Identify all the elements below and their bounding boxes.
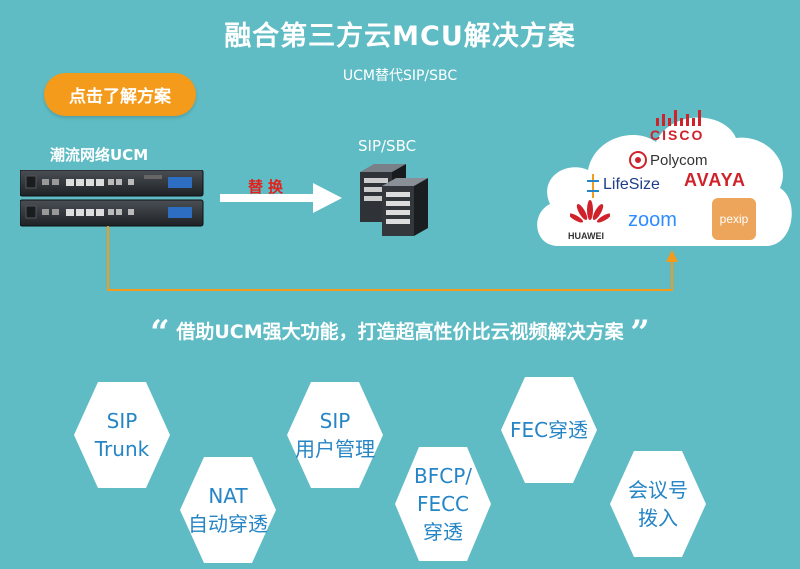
sip-sbc-label: SIP/SBC (358, 137, 417, 155)
feature-label: BFCP/ FECC 穿透 (414, 464, 472, 544)
brand-lifesize: LifeSize (603, 176, 660, 193)
replace-label: 替换 (248, 178, 289, 196)
huawei-logo-icon (570, 200, 610, 223)
page-title: 融合第三方云MCU解决方案 (224, 21, 576, 52)
feature-nat-traversal: NAT 自动穿透 (180, 455, 276, 565)
brand-polycom: Polycom (650, 152, 708, 169)
hexagon-shape (180, 457, 276, 563)
close-quote: ” (630, 313, 650, 353)
feature-label: NAT 自动穿透 (188, 484, 268, 536)
polycom-logo-icon (629, 151, 647, 169)
connection-line (107, 226, 678, 291)
slogan: “ 借助UCM强大功能，打造超高性价比云视频解决方案 ” (0, 313, 800, 353)
feature-fec-traversal: FEC穿透 (501, 375, 597, 485)
feature-label: SIP 用户管理 (295, 409, 375, 461)
open-quote: “ (150, 313, 170, 353)
brand-avaya: AVAYA (684, 170, 747, 190)
feature-conference-dial-in: 会议号 拨入 (610, 449, 706, 559)
hexagon-shape (610, 451, 706, 557)
lifesize-logo-icon (587, 174, 599, 198)
ucm-label: 潮流网络UCM (50, 146, 149, 164)
brand-pexip: pexip (719, 212, 749, 226)
cisco-logo-icon (656, 110, 701, 126)
slogan-text: 借助UCM强大功能，打造超高性价比云视频解决方案 (176, 321, 624, 343)
hexagon-shape (287, 382, 383, 488)
hexagon-shape (501, 377, 597, 483)
page-subtitle: UCM替代SIP/SBC (342, 68, 458, 84)
pexip-logo-icon: pexip (712, 198, 756, 240)
hexagon-shape (74, 382, 170, 488)
ucm-device-icon (20, 170, 204, 227)
feature-sip-user-management: SIP 用户管理 (287, 380, 383, 490)
feature-label: FEC穿透 (509, 418, 589, 442)
brand-cisco: CISCO (650, 127, 705, 143)
arrow-right-icon (220, 183, 342, 213)
server-icon (360, 164, 428, 236)
learn-more-button[interactable]: 点击了解方案 (44, 73, 196, 116)
feature-label: 会议号 拨入 (628, 478, 688, 530)
brand-huawei: HUAWEI (568, 231, 604, 241)
brand-zoom: zoom (628, 209, 677, 231)
feature-sip-trunk: SIP Trunk (74, 380, 170, 490)
feature-bfcp-fecc: BFCP/ FECC 穿透 (395, 445, 491, 563)
feature-label: SIP Trunk (94, 409, 150, 461)
hexagon-shape (395, 447, 491, 561)
